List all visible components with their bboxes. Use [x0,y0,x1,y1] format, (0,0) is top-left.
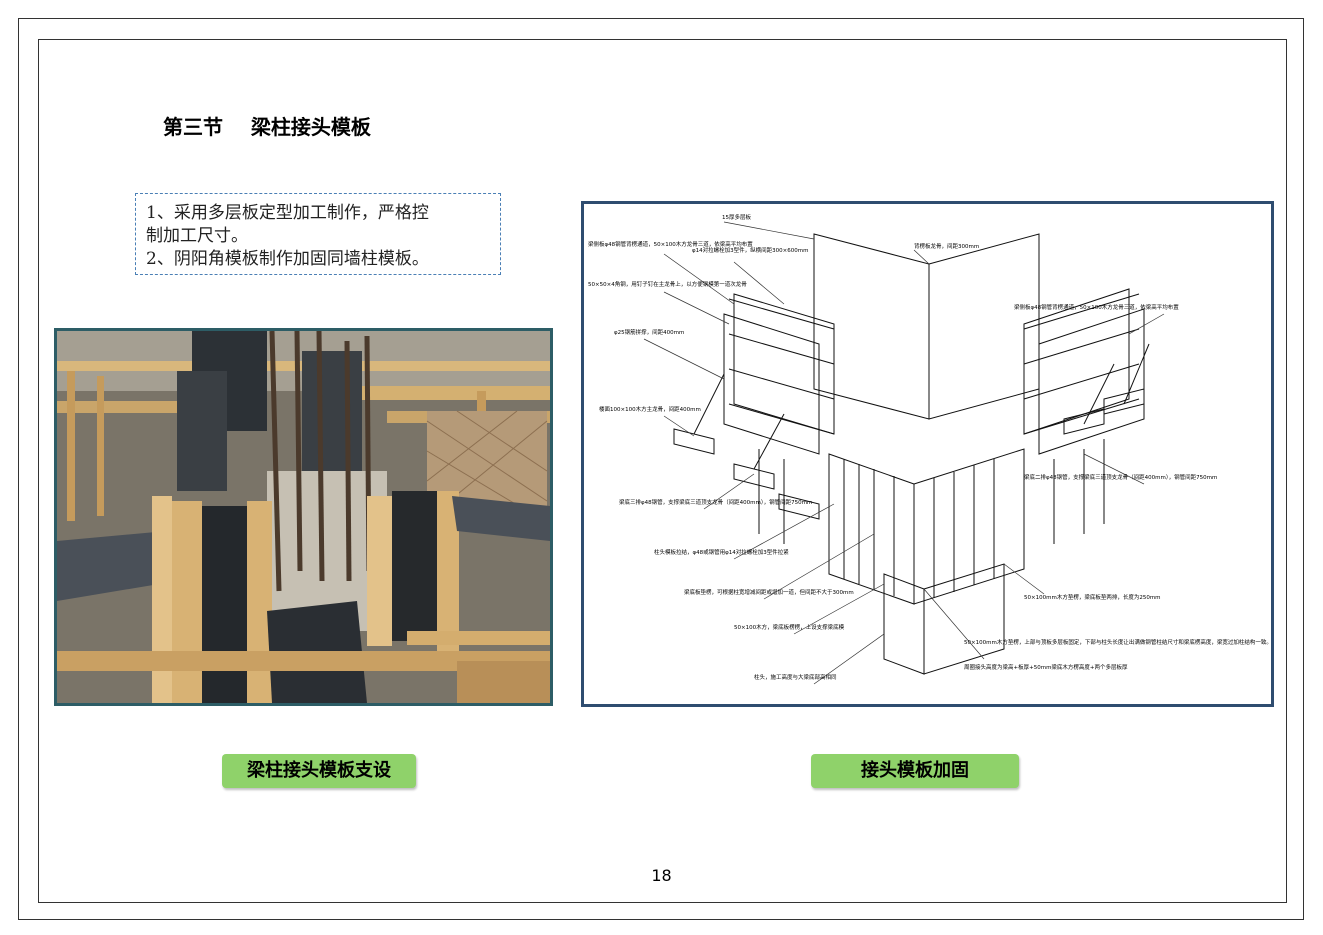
construction-photo-drawing [57,331,550,703]
note-line-1: 1、采用多层板定型加工制作，严格控 [146,203,429,223]
notes-box: 1、采用多层板定型加工制作，严格控 制加工尺寸。 2、阴阳角模板制作加固同墙柱模… [135,193,501,275]
inner-page-frame [38,39,1287,903]
diagram-label: 50×100mm木方垫楞，梁底板垫两排，长度为250mm [1024,593,1161,601]
note-line-2: 制加工尺寸。 [146,226,248,246]
diagram-label: 梁底板垫楞，可根据柱宽增减间距或增加一道，但间距不大于300mm [684,588,854,596]
diagram-label: 柱头模板拉结，φ48或钢管用φ14对拉螺栓加3型件拉紧 [654,548,789,556]
diagram-label: φ14对拉螺栓加3型件，纵横间距300×600mm [692,246,808,254]
diagram-label: 15厚多层板 [722,213,751,221]
diagram-label: 50×100mm木方垫楞，上部与顶板多层板固定，下部与柱头长度让出满做钢管柱结尺… [964,638,1271,646]
diagram-label: 50×100木方，梁底板楞楞，上设支撑梁底模 [734,623,845,631]
diagram-label: φ25钢筋拼撑，间距400mm [614,328,684,336]
caption-beam-column-formwork: 梁柱接头模板支设 [222,754,416,788]
diagram-label: 背楞板龙骨，间距300mm [914,242,979,250]
diagram-label: 梁侧板φ48钢管背楞通道，50×100木方龙骨三道，依梁高平均布置 [588,240,753,248]
diagram-label: 50×50×4角钢，用钉子钉在主龙骨上，以方便钢模第一道次龙骨 [588,280,747,288]
section-title: 第三节 梁柱接头模板 [163,115,371,139]
construction-photo [54,328,553,706]
caption-joint-reinforcement: 接头模板加固 [811,754,1019,788]
formwork-diagram: 15厚多层板 梁侧板φ48钢管背楞通道，50×100木方龙骨三道，依梁高平均布置… [581,201,1274,707]
diagram-label: 楼面100×100木方主龙骨，间距400mm [599,405,701,413]
diagram-label: 梁底三排φ48钢管，支撑梁底三道顶支龙骨（间距400mm），钢管间距750mm [619,498,812,506]
note-line-3: 2、阴阳角模板制作加固同墙柱模板。 [146,249,429,269]
diagram-label: 梁侧板φ48钢管背楞通道，50×100木方龙骨三道，依梁高平均布置 [1014,303,1179,311]
diagram-label: 柱头，施工高度与大梁底部高相同 [754,673,837,681]
formwork-diagram-drawing: 15厚多层板 梁侧板φ48钢管背楞通道，50×100木方龙骨三道，依梁高平均布置… [584,204,1271,704]
page-number: 18 [651,866,672,885]
outer-page-frame [18,18,1304,920]
diagram-label: 周圈接头高度为梁高+板厚+50mm梁底木方楞高度+两个多层板厚 [964,663,1128,671]
diagram-label: 梁底二排φ48钢管，支撑梁底三道顶支龙骨（间距400mm），钢管间距750mm [1024,473,1217,481]
